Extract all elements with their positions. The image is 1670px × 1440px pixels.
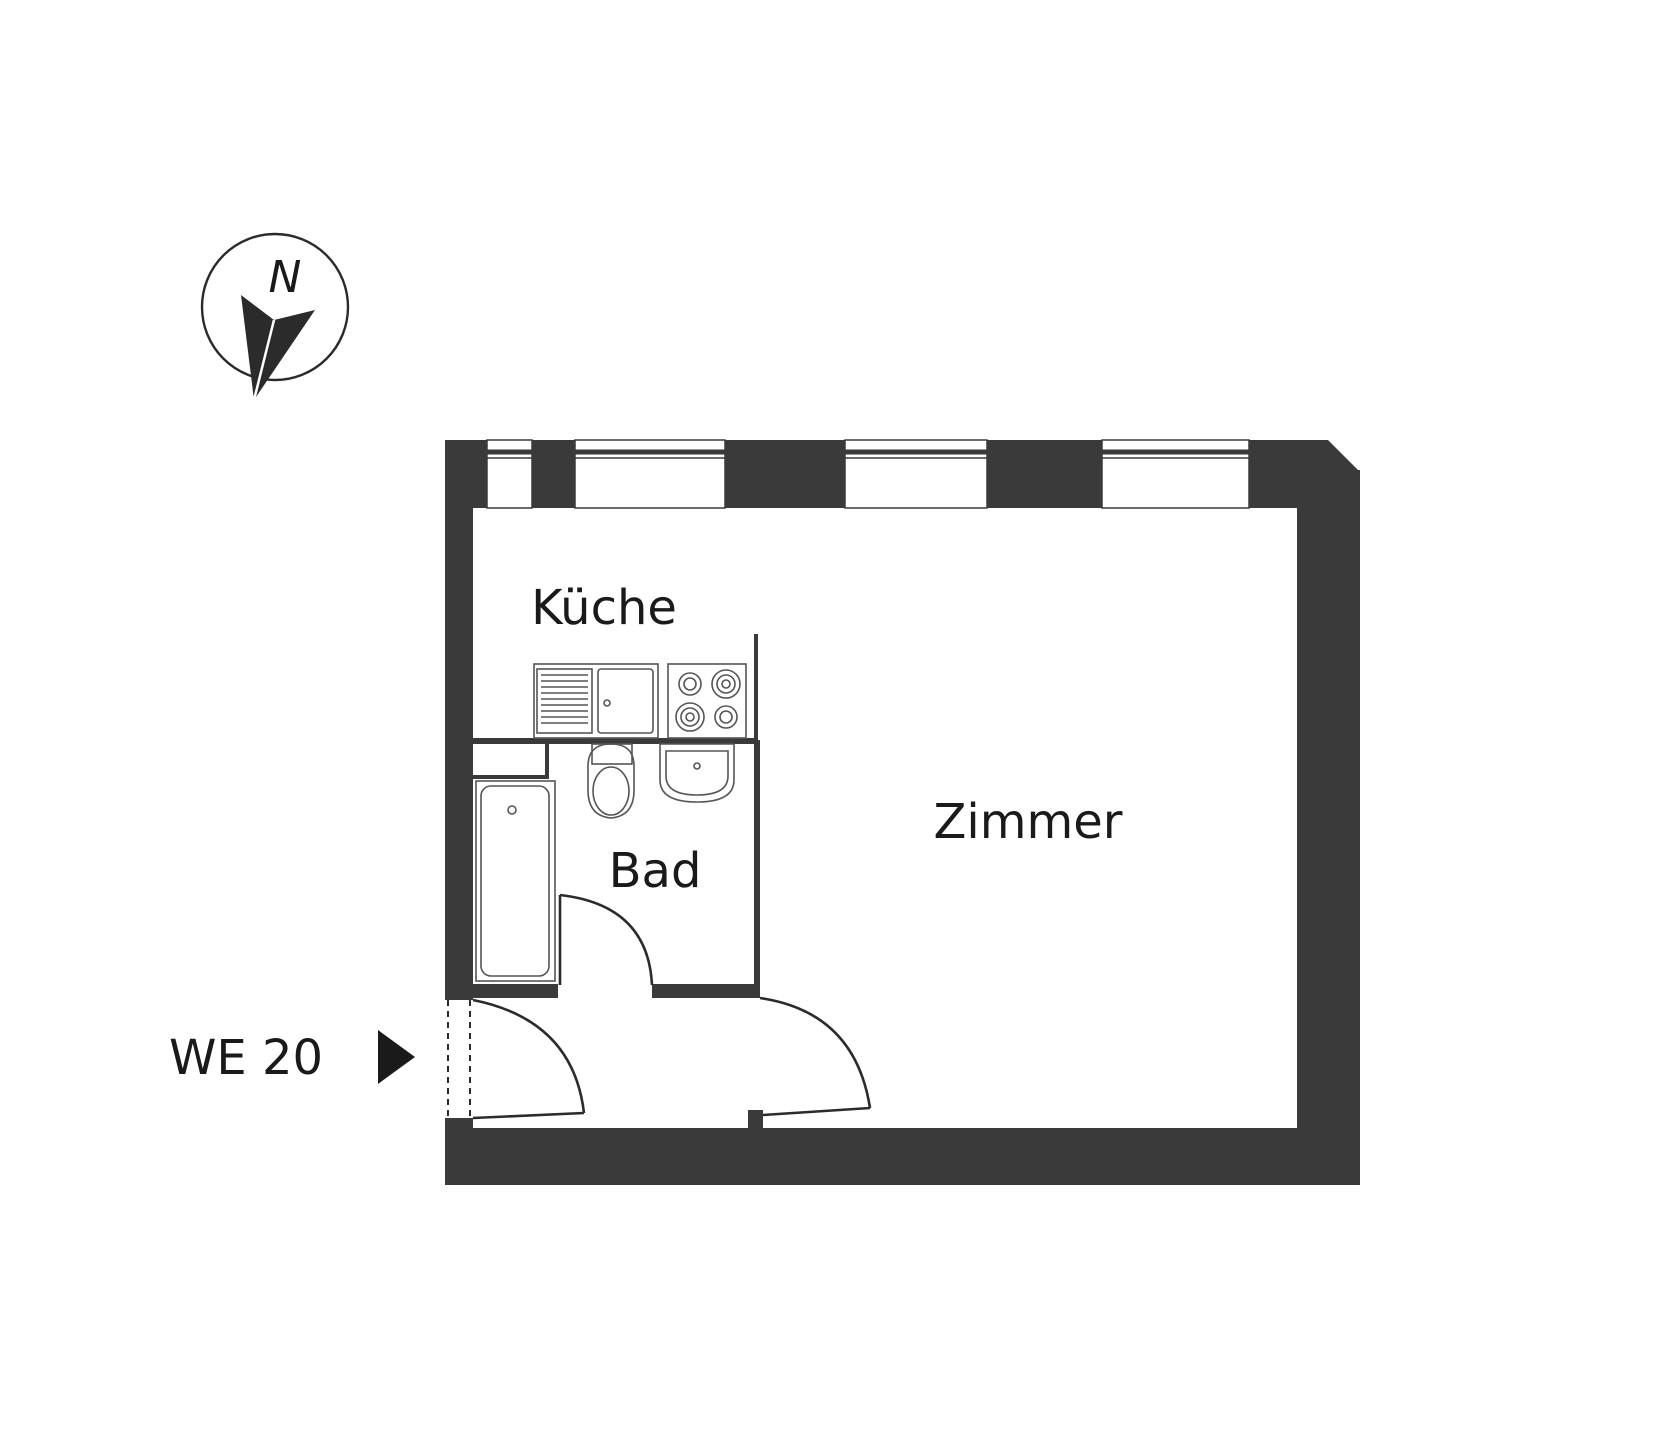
compass-needle-divider <box>252 319 276 401</box>
bathtub-outer <box>475 780 556 982</box>
drainboard-lines <box>541 674 588 724</box>
windows <box>486 439 1250 509</box>
north-compass-icon: N <box>200 232 350 401</box>
bathtub <box>475 780 556 982</box>
bathtub-inner <box>480 785 550 977</box>
washbasin <box>659 743 735 803</box>
wall-door-jamb <box>748 1110 763 1130</box>
bath-door <box>558 893 654 986</box>
window-4 <box>1101 439 1250 509</box>
unit-label: WE 20 <box>169 1030 323 1086</box>
bathtub-drain <box>507 805 517 815</box>
wall-bath-bottom-left <box>473 984 558 998</box>
wall-left <box>445 440 473 1000</box>
living-room-door <box>759 996 872 1117</box>
stove-burner-2 <box>711 669 741 699</box>
toilet <box>587 743 635 819</box>
room-label-kitchen: Küche <box>531 580 677 636</box>
wall-kitchen-divider <box>754 634 758 740</box>
wall-top-pier-2 <box>532 440 575 508</box>
wall-top-pier-1 <box>445 440 487 508</box>
wall-right <box>1297 470 1360 1185</box>
room-label-bath: Bad <box>609 843 702 899</box>
stove-burner-3 <box>675 702 705 732</box>
washbasin-inner <box>665 750 729 796</box>
toilet-bowl-inner <box>592 766 630 816</box>
wall-bath-niche <box>545 744 549 778</box>
wall-top-pier-3 <box>725 440 845 508</box>
sink-drain <box>603 699 611 707</box>
entrance-door <box>447 998 586 1120</box>
stove <box>667 663 747 739</box>
washbasin-outer <box>659 743 735 803</box>
sink-basin <box>597 668 654 734</box>
outer-walls <box>445 440 1360 1185</box>
wall-top-pier-4 <box>987 440 1102 508</box>
toilet-bowl-outer <box>587 743 635 819</box>
wall-bath-bottom <box>652 984 760 998</box>
washbasin-drain <box>693 762 701 770</box>
kitchen-counter <box>533 663 747 739</box>
room-label-living: Zimmer <box>934 794 1123 850</box>
wall-top-right-corner <box>1249 440 1360 508</box>
window-1 <box>486 439 533 509</box>
compass-needle-left <box>241 295 274 400</box>
stove-burner-1 <box>678 672 702 696</box>
doors <box>447 893 872 1120</box>
entrance-arrow-icon <box>378 1030 415 1084</box>
kitchen-sink-unit <box>533 663 659 739</box>
wall-bath-right <box>754 740 760 998</box>
window-3 <box>844 439 988 509</box>
window-2 <box>574 439 726 509</box>
bath-fixtures <box>475 743 735 982</box>
wall-bottom <box>445 1128 1360 1185</box>
interior-walls <box>473 634 760 998</box>
compass-needle-right <box>254 310 315 400</box>
wall-bath-niche-bottom <box>473 775 549 779</box>
compass-north-letter: N <box>269 252 302 303</box>
sink-drainboard <box>536 668 593 734</box>
wall-kitchen-bath <box>473 738 758 744</box>
compass-ring <box>200 232 350 382</box>
stove-burner-4 <box>714 705 738 729</box>
